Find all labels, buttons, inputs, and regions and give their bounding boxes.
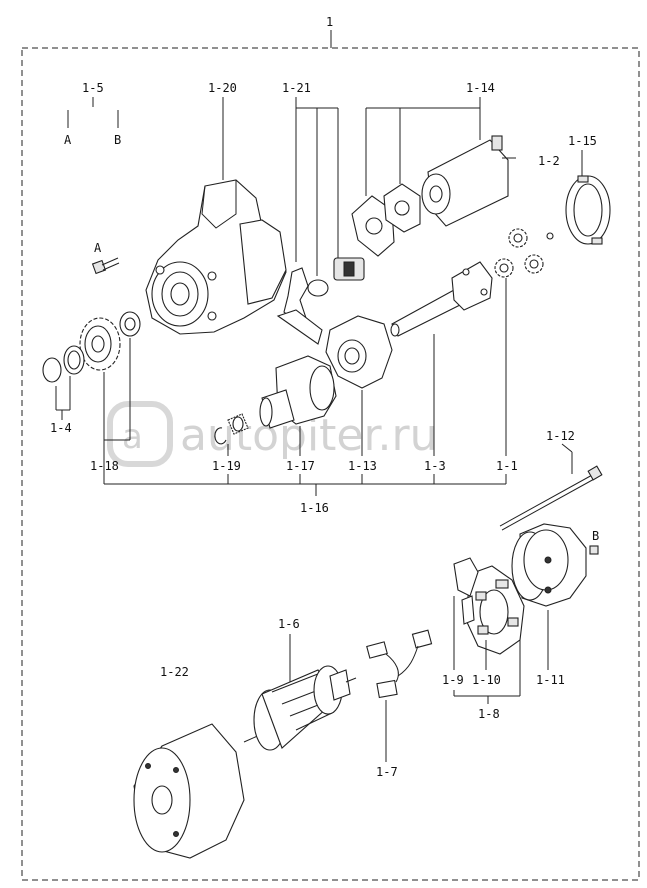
pinion-stop-ring-part (63, 345, 85, 375)
label-1-6[interactable]: 1-6 (278, 617, 300, 631)
label-1-13[interactable]: 1-13 (348, 459, 377, 473)
label-B-bolt[interactable]: B (592, 529, 599, 543)
label-A-bolt[interactable]: A (94, 241, 102, 255)
spring-ring-part (307, 279, 329, 297)
center-bracket-part (325, 315, 393, 389)
bolt-A-part (91, 257, 120, 275)
gear-ring-part (565, 175, 611, 245)
label-1-1[interactable]: 1-1 (496, 459, 518, 473)
label-1-9[interactable]: 1-9 (442, 673, 464, 687)
solenoid-switch-part (421, 135, 516, 227)
label-1-21[interactable]: 1-21 (282, 81, 311, 95)
rear-end-frame-part (511, 523, 587, 607)
drive-housing-part (145, 179, 287, 335)
label-A-top[interactable]: A (64, 133, 72, 147)
bolt-B-part (589, 545, 599, 555)
label-1-17[interactable]: 1-17 (286, 459, 315, 473)
armature-part (243, 665, 357, 751)
label-1-20[interactable]: 1-20 (208, 81, 237, 95)
label-1-10[interactable]: 1-10 (472, 673, 501, 687)
svg-text:a: a (122, 417, 143, 457)
label-1-16[interactable]: 1-16 (300, 501, 329, 515)
label-1-22[interactable]: 1-22 (160, 665, 189, 679)
label-1-12[interactable]: 1-12 (546, 429, 575, 443)
retaining-ring-part (42, 357, 62, 383)
brush-spring-part (453, 557, 479, 625)
label-1-2[interactable]: 1-2 (538, 154, 560, 168)
planet-shaft-part (390, 261, 493, 337)
label-1-4[interactable]: 1-4 (50, 421, 72, 435)
brush-holder-part (465, 565, 525, 655)
stop-collar-part (119, 311, 141, 337)
label-1-18[interactable]: 1-18 (90, 459, 119, 473)
label-1-8[interactable]: 1-8 (478, 707, 500, 721)
snap-clip-part (214, 427, 227, 445)
label-1-14[interactable]: 1-14 (466, 81, 495, 95)
bearing-part (227, 413, 249, 435)
plug-part (333, 257, 365, 281)
yoke-part (133, 723, 245, 859)
pinion-gear-part (79, 317, 121, 371)
label-1-11[interactable]: 1-11 (536, 673, 565, 687)
label-assembly[interactable]: 1 (326, 15, 333, 29)
label-1-7[interactable]: 1-7 (376, 765, 398, 779)
overrunning-clutch-part (259, 355, 337, 429)
label-1-15[interactable]: 1-15 (568, 134, 597, 148)
label-1-5[interactable]: 1-5 (82, 81, 104, 95)
gasket-plate-part (351, 183, 421, 257)
through-bolt-part (499, 465, 603, 531)
assembly-boundary (21, 47, 640, 881)
lever-fork-part (276, 267, 323, 345)
ball-part (546, 232, 554, 240)
brush-set-part (366, 629, 433, 699)
planetary-gears-part (494, 228, 544, 278)
label-1-3[interactable]: 1-3 (424, 459, 446, 473)
label-B-top[interactable]: B (114, 133, 121, 147)
label-1-19[interactable]: 1-19 (212, 459, 241, 473)
